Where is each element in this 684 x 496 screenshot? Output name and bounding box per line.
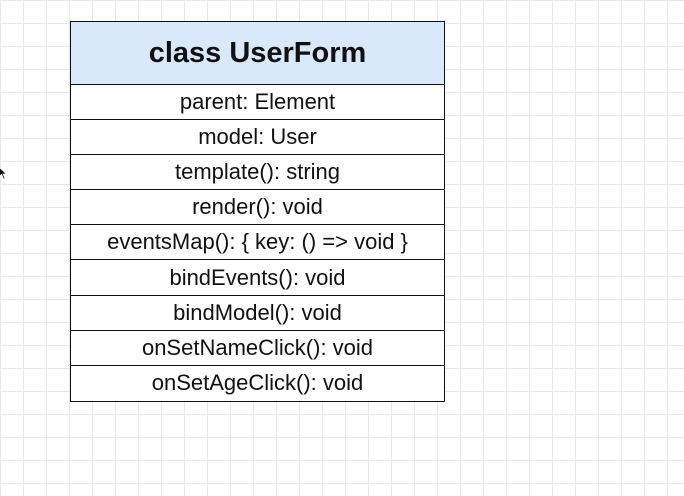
class-method-on-set-name-click: onSetNameClick(): void (71, 331, 444, 366)
class-method-template: template(): string (71, 155, 444, 191)
class-method-bind-events: bindEvents(): void (71, 260, 444, 296)
uml-class-box[interactable]: class UserForm parent: Element model: Us… (70, 21, 445, 402)
class-method-bind-model: bindModel(): void (71, 296, 444, 331)
class-method-events-map: eventsMap(): { key: () => void } (71, 225, 444, 261)
class-method-on-set-age-click: onSetAgeClick(): void (151, 370, 364, 396)
mouse-pointer-icon (0, 166, 8, 180)
class-member-parent: parent: Element (71, 85, 444, 121)
class-method-render: render(): void (71, 190, 444, 226)
class-title: class UserForm (71, 22, 444, 85)
class-member-model: model: User (71, 120, 444, 156)
